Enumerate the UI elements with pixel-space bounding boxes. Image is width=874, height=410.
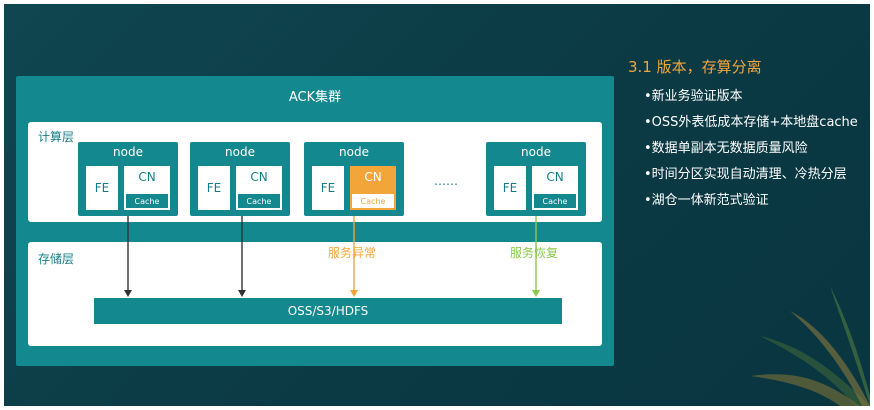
cache-label: Cache <box>238 194 280 208</box>
cn-box: CN Cache <box>124 166 170 210</box>
bullet-item: •湖仓一体新范式验证 <box>644 193 769 208</box>
more-nodes-ellipsis: …… <box>434 174 458 188</box>
cn-box-fault: CN Cache <box>350 166 396 210</box>
bullet-item: •数据单副本无数据质量风险 <box>644 141 808 156</box>
fault-label: 服务异常 <box>328 246 377 260</box>
cn-label: CN <box>546 170 564 184</box>
fe-box: FE <box>86 166 118 210</box>
bullet-item: •时间分区实现自动清理、冷热分层 <box>644 167 847 182</box>
feature-bullet-list: •新业务验证版本 •OSS外表低成本存储+本地盘cache •数据单副本无数据质… <box>644 84 868 214</box>
cn-label: CN <box>138 170 156 184</box>
arrow-recovery-to-storage <box>532 216 540 297</box>
arrow-node2-to-storage <box>238 216 246 297</box>
cache-label: Cache <box>126 194 168 208</box>
bullet-item: •OSS外表低成本存储+本地盘cache <box>644 115 858 130</box>
recovery-label: 服务恢复 <box>510 246 559 260</box>
slide: ACK集群 计算层 存储层 node FE CN Cache node FE C… <box>4 4 870 406</box>
node-1: node FE CN Cache <box>78 142 178 216</box>
cache-label: Cache <box>534 194 576 208</box>
node-title: node <box>339 145 369 159</box>
node-title: node <box>113 145 143 159</box>
node-2: node FE CN Cache <box>190 142 290 216</box>
oss-storage-bar: OSS/S3/HDFS <box>94 298 562 324</box>
arrow-node1-to-storage <box>124 216 132 297</box>
cache-label: Cache <box>352 194 394 208</box>
node-title: node <box>225 145 255 159</box>
ack-cluster-panel: ACK集群 计算层 存储层 node FE CN Cache node FE C… <box>16 76 614 366</box>
node-title: node <box>521 145 551 159</box>
fe-box: FE <box>198 166 230 210</box>
cn-label: CN <box>364 170 382 184</box>
node-4-recovered: node FE CN Cache <box>486 142 586 216</box>
cn-box: CN Cache <box>532 166 578 210</box>
fe-box: FE <box>312 166 344 210</box>
bullet-item: •新业务验证版本 <box>644 89 743 104</box>
arrow-fault-to-storage <box>350 216 358 297</box>
fe-box: FE <box>494 166 526 210</box>
cn-box: CN Cache <box>236 166 282 210</box>
cn-label: CN <box>250 170 268 184</box>
side-title: 3.1 版本，存算分离 <box>628 58 762 76</box>
cluster-title: ACK集群 <box>288 90 342 105</box>
node-3-fault: node FE CN Cache <box>304 142 404 216</box>
compute-layer-label: 计算层 <box>38 130 75 144</box>
arrows-layer <box>124 216 540 297</box>
decorative-leaves <box>750 286 870 406</box>
storage-layer-box: 存储层 <box>28 242 602 346</box>
storage-layer-label: 存储层 <box>38 252 75 266</box>
